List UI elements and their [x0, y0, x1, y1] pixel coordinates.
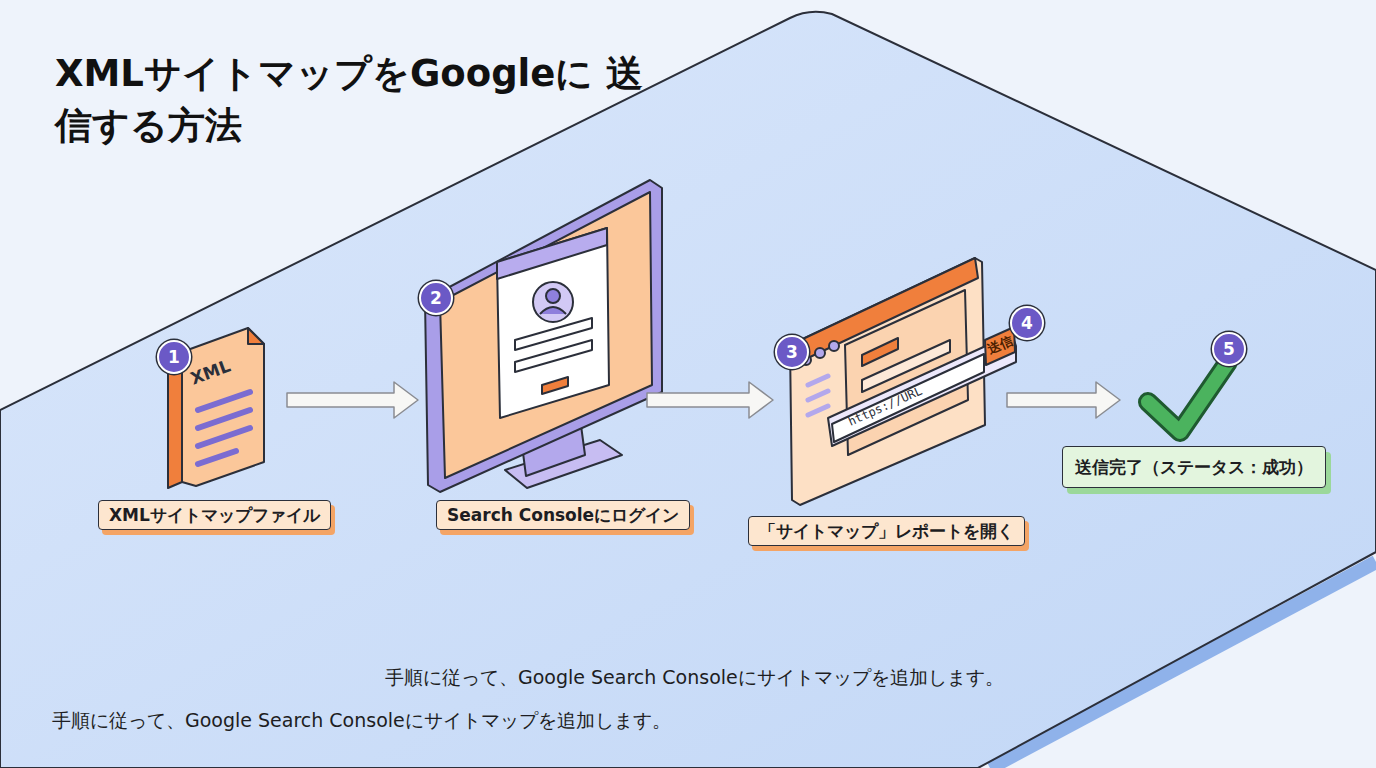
monitor-icon: [497, 228, 609, 418]
diagram-title: XMLサイトマップをGoogleに 送信する方法: [55, 48, 655, 152]
monitor-icon: [546, 289, 560, 303]
monitor-icon: [440, 192, 652, 478]
callout-number: 5: [1212, 332, 1246, 366]
xml-file-icon: [198, 392, 250, 464]
sitemap-window-icon: [815, 348, 825, 358]
step-label: 送信完了（ステータス：成功）: [1062, 446, 1326, 488]
xml-file-icon: [182, 328, 264, 486]
callout-number: 2: [419, 281, 453, 315]
sitemap-window-icon: [862, 338, 898, 366]
callout-number: 3: [775, 335, 809, 369]
sitemap-window-icon: [790, 258, 985, 505]
sitemap-window-icon: [829, 341, 839, 351]
step-node: Search Consoleにログイン: [420, 175, 645, 490]
monitor-icon: [425, 180, 662, 492]
monitor-icon: [533, 282, 573, 322]
background: [0, 12, 1376, 768]
sitemap-window-icon: [808, 376, 828, 385]
monitor-icon: [425, 180, 662, 492]
flow-arrow: [647, 382, 773, 418]
monitor-icon: [497, 228, 607, 279]
flow-arrow: [287, 382, 418, 418]
xml-file-icon: [198, 392, 250, 410]
callout-number: 4: [1010, 306, 1044, 340]
monitor-icon: [542, 377, 568, 394]
caption-text: 手順に従って、Google Search Consoleにサイトマップを追加しま…: [52, 708, 671, 734]
check-mark: [1148, 362, 1228, 432]
step-label: XMLサイトマップファイル: [98, 500, 331, 530]
xml-file-icon: [248, 328, 264, 344]
check-mark: [1148, 362, 1228, 432]
caption-text: 手順に従って、Google Search Consoleにサイトマップを追加しま…: [385, 665, 1004, 691]
step-node: 「サイトマップ」レポートを開く: [775, 255, 1005, 500]
sitemap-window-icon: [808, 406, 828, 415]
step-label: 「サイトマップ」レポートを開く: [748, 516, 1025, 546]
callout-number: 1: [157, 340, 191, 374]
check-mark: [1148, 362, 1228, 432]
xml-file-icon: [198, 410, 250, 428]
sitemap-window-icon: [808, 391, 828, 400]
xml-file-icon: [198, 428, 250, 446]
sitemap-window-icon: [790, 258, 1016, 505]
flow-arrow: [1007, 382, 1120, 418]
monitor-icon: [540, 307, 566, 314]
sitemap-window-icon: [985, 327, 1015, 365]
sitemap-window-icon: [832, 354, 984, 442]
xml-file-icon: [198, 451, 236, 464]
monitor-icon: [515, 340, 592, 372]
sitemap-window-icon: [808, 376, 828, 415]
step-label: Search Consoleにログイン: [436, 500, 690, 530]
